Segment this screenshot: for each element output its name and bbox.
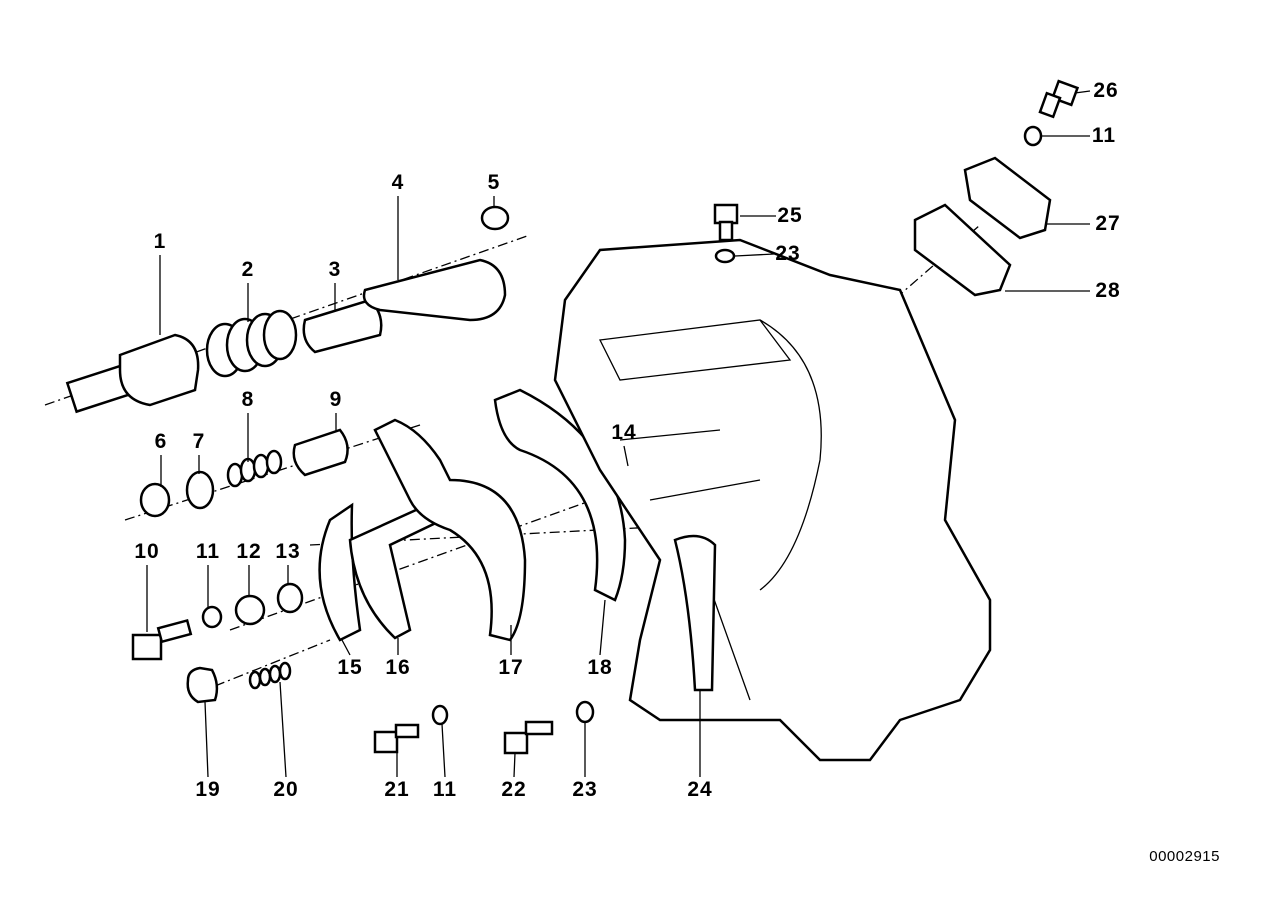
part-8-spring [226, 449, 283, 488]
part-callout-label: 23 [572, 778, 598, 801]
part-callout-label: 5 [487, 171, 501, 194]
part-callout-label: 18 [587, 656, 613, 679]
part-callout-label: 15 [337, 656, 363, 679]
part-callout-label: 11 [195, 540, 221, 563]
part-7-washer [185, 470, 215, 510]
transmission-housing [553, 238, 992, 762]
part-callout-label: 25 [777, 204, 803, 227]
part-callout-label: 11 [1091, 124, 1117, 147]
part-4-lever [362, 258, 507, 322]
part-callout-label: 21 [384, 778, 410, 801]
part-callout-label: 7 [192, 430, 206, 453]
part-1-shift-shaft [65, 333, 200, 414]
part-11-washer [201, 605, 223, 629]
part-callout-label: 3 [328, 258, 342, 281]
part-10-bolt [131, 618, 193, 661]
part-9-plunger [292, 428, 349, 477]
part-callout-label: 27 [1095, 212, 1121, 235]
part-callout-label: 10 [134, 540, 160, 563]
part-15-lever [318, 502, 362, 642]
part-16-fork [348, 498, 444, 640]
part-24-bracket [673, 534, 717, 692]
part-callout-label: 26 [1093, 79, 1119, 102]
part-6-circlip [139, 482, 171, 518]
part-13-bushing [276, 582, 304, 614]
part-27-cover [963, 156, 1052, 240]
part-callout-label: 8 [241, 388, 255, 411]
part-5-nut [480, 205, 510, 231]
part-callout-label: 28 [1095, 279, 1121, 302]
part-callout-label: 9 [329, 388, 343, 411]
part-17-plate [373, 418, 527, 642]
part-callout-label: 2 [241, 258, 255, 281]
part-callout-label: 6 [154, 430, 168, 453]
part-callout-label: 20 [273, 778, 299, 801]
part-23-washer [714, 248, 736, 264]
housing-detail-lines [599, 319, 822, 701]
part-11-washer [431, 704, 449, 726]
part-2-spring [205, 309, 298, 378]
spring-axis-line [214, 639, 331, 687]
part-callout-label: 14 [611, 421, 637, 444]
part-callout-label: 19 [195, 778, 221, 801]
part-25-bolt [713, 203, 739, 242]
part-callout-label: 4 [391, 171, 405, 194]
part-23-washer [575, 700, 595, 724]
part-callout-label: 22 [501, 778, 527, 801]
part-callout-label: 12 [236, 540, 262, 563]
part-11-washer [1023, 125, 1043, 147]
part-21-bolt [373, 723, 420, 754]
part-26-bolt [1038, 79, 1080, 119]
part-20-spring [248, 661, 292, 690]
part-19-plug [186, 666, 219, 704]
part-callout-label: 11 [432, 778, 458, 801]
part-3-sleeve [302, 298, 383, 354]
part-22-bolt [503, 720, 554, 755]
part-callout-label: 17 [498, 656, 524, 679]
part-callout-label: 16 [385, 656, 411, 679]
part-callout-label: 1 [153, 230, 167, 253]
leader-lines [146, 90, 1091, 778]
part-28-gasket [913, 203, 1012, 297]
part-12-washer [234, 594, 266, 626]
part-callout-label: 23 [775, 242, 801, 265]
part-callout-label: 13 [275, 540, 301, 563]
document-id: 00002915 [1149, 848, 1220, 865]
part-callout-label: 24 [687, 778, 713, 801]
